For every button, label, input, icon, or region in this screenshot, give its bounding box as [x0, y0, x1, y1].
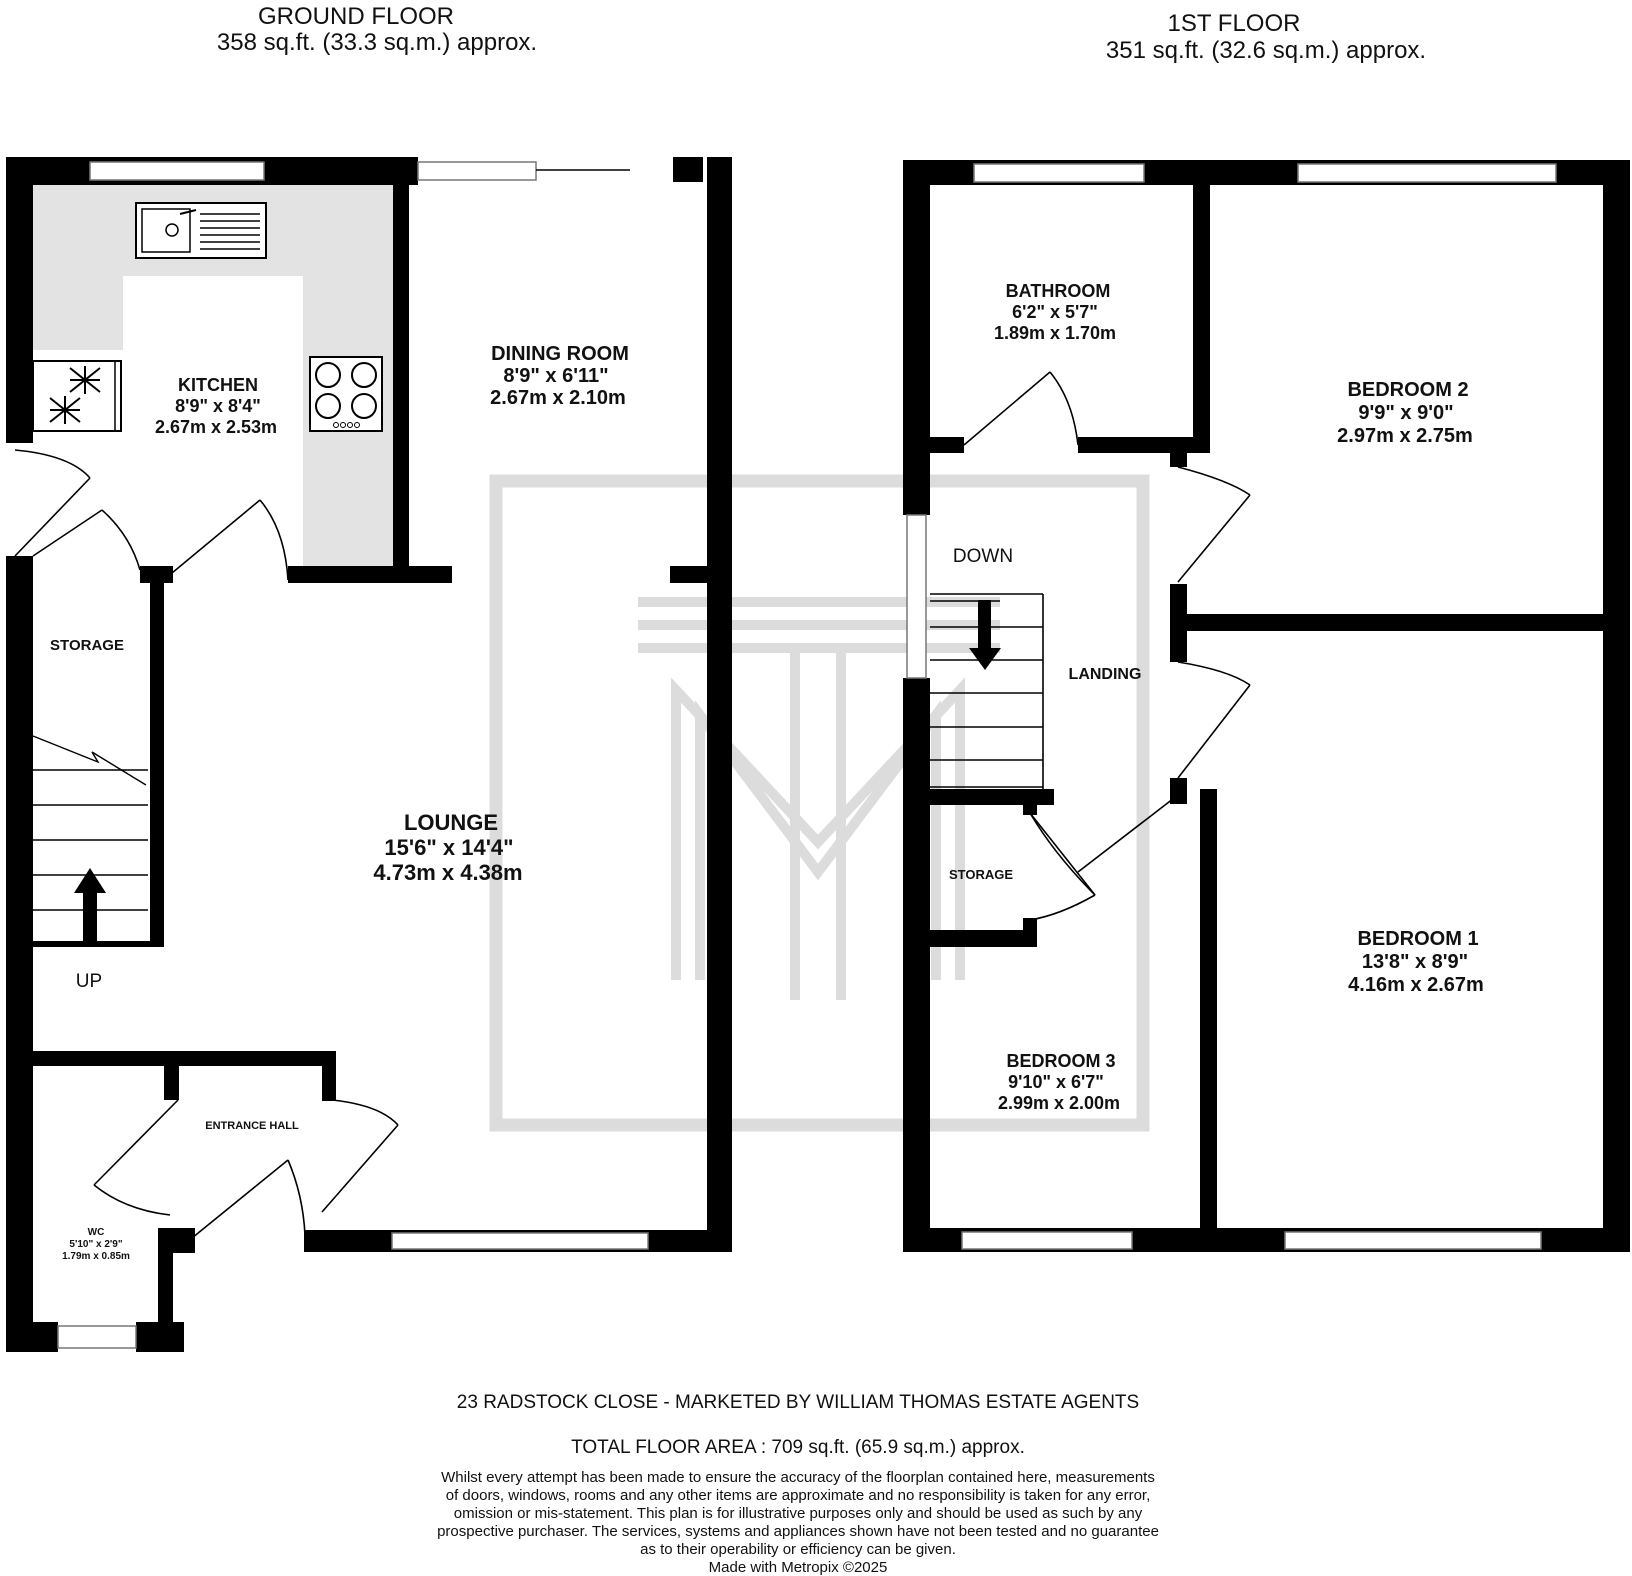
bathroom-imperial: 6'2" x 5'7" — [1012, 302, 1098, 322]
footer: 23 RADSTOCK CLOSE - MARKETED BY WILLIAM … — [437, 1392, 1159, 1576]
bedroom-1-metric: 4.16m x 2.67m — [1348, 974, 1484, 996]
dining-room-metric: 2.67m x 2.10m — [490, 387, 626, 409]
disclaimer-line: prospective purchaser. The services, sys… — [437, 1523, 1159, 1540]
window — [57, 1325, 137, 1349]
lounge-imperial: 15'6" x 14'4" — [384, 835, 513, 860]
bedroom-3-label: BEDROOM 3 — [1006, 1051, 1115, 1071]
window — [973, 163, 1145, 183]
bedroom-2-imperial: 9'9" x 9'0" — [1358, 402, 1453, 424]
fridge-freezer-icon — [32, 360, 122, 432]
bedroom-3-imperial: 9'10" x 6'7" — [1008, 1072, 1104, 1092]
wc-imperial: 5'10" x 2'9" — [69, 1239, 122, 1250]
up-arrow-icon — [74, 868, 106, 942]
window — [1284, 1231, 1542, 1250]
lounge-metric: 4.73m x 4.38m — [373, 860, 522, 885]
stairs-up-label: UP — [76, 971, 102, 992]
ground-floor-plan — [6, 157, 732, 1352]
bedroom-2-metric: 2.97m x 2.75m — [1337, 425, 1473, 447]
bathroom-label: BATHROOM — [1006, 281, 1111, 301]
window — [89, 161, 265, 181]
bedroom-2-label: BEDROOM 2 — [1347, 379, 1468, 401]
storage-first-label: STORAGE — [949, 867, 1013, 882]
ground-floor-area: 358 sq.ft. (33.3 sq.m.) approx. — [217, 29, 537, 56]
bathroom-metric: 1.89m x 1.70m — [994, 323, 1116, 343]
window — [906, 514, 927, 679]
footer-total-area: TOTAL FLOOR AREA : 709 sq.ft. (65.9 sq.m… — [571, 1437, 1025, 1458]
lounge-label: LOUNGE — [404, 810, 498, 835]
room-labels: KITCHEN 8'9" x 8'4" 2.67m x 2.53m DINING… — [50, 281, 1484, 1262]
window — [1297, 163, 1557, 183]
storage-ground-label: STORAGE — [50, 637, 124, 654]
dining-room-label: DINING ROOM — [491, 343, 629, 365]
first-floor-plan — [903, 160, 1630, 1252]
kitchen-label: KITCHEN — [178, 375, 258, 395]
down-arrow-icon — [969, 600, 1001, 670]
first-floor-title: 1ST FLOOR — [1168, 10, 1301, 37]
bedroom-1-label: BEDROOM 1 — [1357, 928, 1478, 950]
wc-metric: 1.79m x 0.85m — [62, 1251, 130, 1262]
window — [391, 1232, 649, 1250]
disclaimer-line: of doors, windows, rooms and any other i… — [446, 1487, 1151, 1504]
stairs-down — [930, 593, 1044, 789]
dining-room-imperial: 8'9" x 6'11" — [503, 365, 608, 387]
kitchen-metric: 2.67m x 2.53m — [155, 417, 277, 437]
entrance-hall-label: ENTRANCE HALL — [205, 1120, 299, 1132]
stairs-up — [32, 735, 148, 942]
bedroom-3-metric: 2.99m x 2.00m — [998, 1093, 1120, 1113]
window — [961, 1231, 1133, 1250]
landing-label: LANDING — [1069, 666, 1142, 683]
disclaimer-line: Whilst every attempt has been made to en… — [441, 1469, 1155, 1486]
kitchen-imperial: 8'9" x 8'4" — [175, 396, 261, 416]
disclaimer-line: omission or mis-statement. This plan is … — [454, 1505, 1143, 1522]
stairs-down-label: DOWN — [953, 546, 1013, 567]
footer-credit: Made with Metropix ©2025 — [709, 1559, 888, 1576]
first-floor-area: 351 sq.ft. (32.6 sq.m.) approx. — [1106, 37, 1426, 64]
floor-headers: GROUND FLOOR 358 sq.ft. (33.3 sq.m.) app… — [217, 3, 1426, 64]
footer-address: 23 RADSTOCK CLOSE - MARKETED BY WILLIAM … — [457, 1392, 1139, 1413]
kitchen-counter — [33, 184, 393, 566]
window — [417, 161, 537, 181]
hob-icon — [309, 356, 383, 432]
bedroom-1-imperial: 13'8" x 8'9" — [1362, 951, 1468, 973]
wc-label: WC — [88, 1227, 105, 1238]
sink-icon — [135, 202, 267, 259]
disclaimer-line: as to their operability or efficiency ca… — [640, 1541, 956, 1558]
ground-floor-title: GROUND FLOOR — [258, 3, 454, 30]
